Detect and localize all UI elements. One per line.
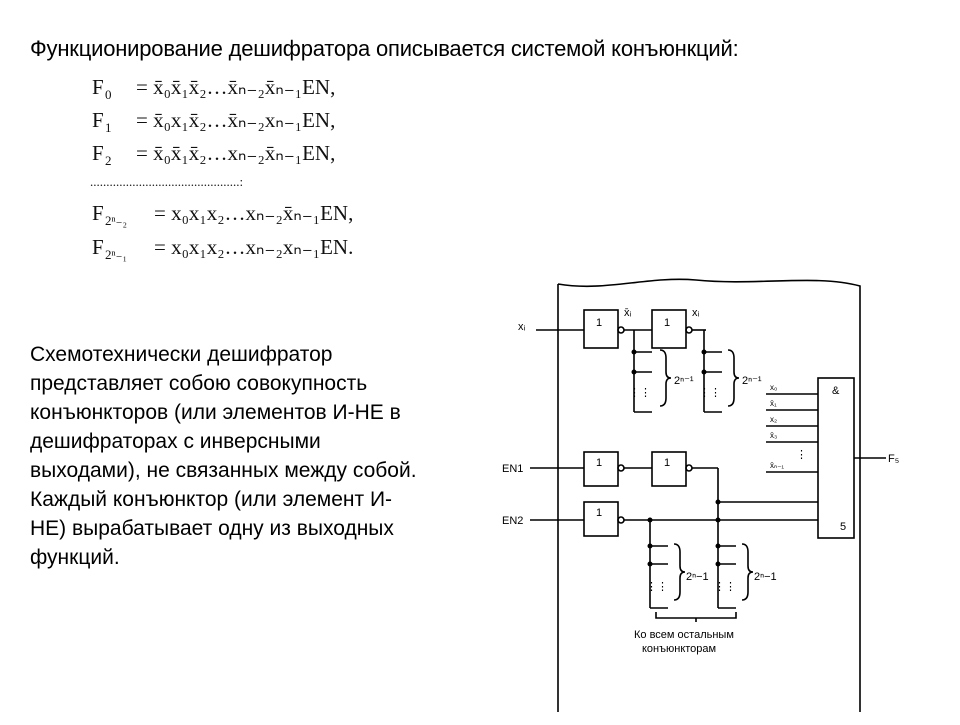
formula-lhs-sub: 0 bbox=[105, 87, 112, 102]
caption-line-1: Ко всем остальным bbox=[634, 629, 734, 641]
junction bbox=[715, 517, 721, 523]
junction bbox=[715, 499, 721, 505]
inverter-gate-2 bbox=[651, 309, 687, 349]
and-gate bbox=[817, 377, 855, 539]
and-input-label: x̄₃ bbox=[770, 431, 777, 440]
vertical-ellipsis: ⋮⋮ bbox=[629, 387, 651, 399]
formula-lhs: F bbox=[92, 201, 104, 225]
description-line: Схемотехнически дешифратор bbox=[30, 343, 333, 366]
junction bbox=[647, 517, 653, 523]
and-gate-index: 5 bbox=[840, 521, 846, 533]
formula-lhs-sub: 1 bbox=[105, 120, 112, 135]
and-input-ellipsis: ⋮ bbox=[796, 449, 807, 461]
and-input-label: x̄ₙ₋₁ bbox=[770, 461, 784, 470]
formula-lhs-sub: 2ⁿ₋₁ bbox=[105, 247, 127, 262]
description-line: представляет собою совокупность bbox=[30, 372, 368, 395]
vertical-ellipsis: ⋮⋮ bbox=[714, 581, 736, 593]
and-input-label: x₂ bbox=[770, 415, 777, 424]
formula-rhs: = x̄₀x̄₁x̄₂…x̄ₙ₋₂x̄ₙ₋₁EN, bbox=[136, 75, 335, 99]
vertical-ellipsis: ⋮⋮ bbox=[646, 581, 668, 593]
schematic-drawing: xᵢ 1 x̄ᵢ 1 xᵢ ⋮⋮ 2ⁿ⁻¹ ⋮⋮ 2ⁿ⁻¹ & bbox=[502, 278, 899, 712]
description-line: дешифраторах с инверсными bbox=[30, 430, 321, 453]
group-bracket bbox=[655, 612, 737, 622]
input-en2-label: EN2 bbox=[502, 515, 523, 527]
inverter-gate-1 bbox=[583, 309, 619, 349]
gate-label: 1 bbox=[596, 457, 602, 469]
brace bbox=[727, 349, 740, 407]
formula-ellipsis-row: ........................................… bbox=[90, 174, 243, 189]
formula-lhs: F bbox=[92, 235, 104, 259]
input-en1-label: EN1 bbox=[502, 463, 523, 475]
formula-block: F 0 = x̄₀x̄₁x̄₂…x̄ₙ₋₂x̄ₙ₋₁EN, F 1 = x̄₀x… bbox=[90, 75, 353, 262]
description-line: конъюнкторов (или элементов И-НЕ в bbox=[30, 401, 401, 424]
gate-label: 1 bbox=[596, 317, 602, 329]
decoder-schematic: xᵢ 1 x̄ᵢ 1 xᵢ ⋮⋮ 2ⁿ⁻¹ ⋮⋮ 2ⁿ⁻¹ & bbox=[496, 272, 916, 720]
formula-rhs: = x̄₀x₁x̄₂…x̄ₙ₋₂xₙ₋₁EN, bbox=[136, 108, 335, 132]
and-input-label: x̄₁ bbox=[770, 399, 777, 408]
formula-rhs: = x₀x₁x₂…xₙ₋₂xₙ₋₁EN. bbox=[154, 235, 353, 259]
brace bbox=[673, 543, 686, 601]
formula-line-4: F 2ⁿ₋₁ = x₀x₁x₂…xₙ₋₂xₙ₋₁EN. bbox=[92, 235, 353, 262]
output-not-xi-label: x̄ᵢ bbox=[624, 307, 632, 319]
gate-label: 1 bbox=[664, 317, 670, 329]
formula-line-0: F 0 = x̄₀x̄₁x̄₂…x̄ₙ₋₂x̄ₙ₋₁EN, bbox=[92, 75, 335, 102]
output-f5-label: F₅ bbox=[888, 453, 899, 465]
formula-lhs-sub: 2ⁿ₋₂ bbox=[105, 213, 127, 228]
formula-lhs: F bbox=[92, 108, 104, 132]
inverter-bubble bbox=[617, 464, 625, 472]
formula-lhs-sub: 2 bbox=[105, 153, 112, 168]
formula-lhs: F bbox=[92, 75, 104, 99]
brace bbox=[741, 543, 754, 601]
and-gate-symbol: & bbox=[832, 385, 840, 397]
description-paragraph: Схемотехнически дешифратор представляет … bbox=[30, 340, 490, 572]
brace-label: 2ⁿ−1 bbox=[754, 571, 777, 583]
vertical-ellipsis: ⋮⋮ bbox=[699, 387, 721, 399]
brace bbox=[659, 349, 672, 407]
inverter-bubble bbox=[685, 326, 693, 334]
formula-line-3: F 2ⁿ₋₂ = x₀x₁x₂…xₙ₋₂x̄ₙ₋₁EN, bbox=[92, 201, 353, 228]
gate-label: 1 bbox=[596, 507, 602, 519]
input-xi-label: xᵢ bbox=[518, 321, 526, 333]
brace-label: 2ⁿ⁻¹ bbox=[674, 375, 694, 387]
brace-label: 2ⁿ⁻¹ bbox=[742, 375, 762, 387]
inverter-bubble bbox=[617, 516, 625, 524]
description-line: НЕ) вырабатывает одну из выходных bbox=[30, 517, 394, 540]
formula-line-2: F 2 = x̄₀x̄₁x̄₂…xₙ₋₂x̄ₙ₋₁EN, bbox=[92, 141, 335, 168]
formula-rhs: = x̄₀x̄₁x̄₂…xₙ₋₂x̄ₙ₋₁EN, bbox=[136, 141, 335, 165]
slide-title: Функционирование дешифратора описывается… bbox=[30, 36, 739, 61]
frame-outline bbox=[557, 278, 861, 712]
formula-line-1: F 1 = x̄₀x₁x̄₂…x̄ₙ₋₂xₙ₋₁EN, bbox=[92, 108, 335, 135]
output-xi-label: xᵢ bbox=[692, 307, 700, 319]
conjunction-system: F 0 = x̄₀x̄₁x̄₂…x̄ₙ₋₂x̄ₙ₋₁EN, F 1 = x̄₀x… bbox=[88, 72, 448, 272]
and-input-label: x₀ bbox=[770, 383, 777, 392]
caption-line-2: конъюнкторам bbox=[642, 643, 716, 655]
gate-label: 1 bbox=[664, 457, 670, 469]
description-line: функций. bbox=[30, 546, 120, 569]
inverter-bubble bbox=[685, 464, 693, 472]
formula-rhs: = x₀x₁x₂…xₙ₋₂x̄ₙ₋₁EN, bbox=[154, 201, 353, 225]
inverter-bubble bbox=[617, 326, 625, 334]
description-line: выходами), не связанных между собой. bbox=[30, 459, 417, 482]
formula-lhs: F bbox=[92, 141, 104, 165]
description-line: Каждый конъюнктор (или элемент И- bbox=[30, 488, 393, 511]
brace-label: 2ⁿ−1 bbox=[686, 571, 709, 583]
